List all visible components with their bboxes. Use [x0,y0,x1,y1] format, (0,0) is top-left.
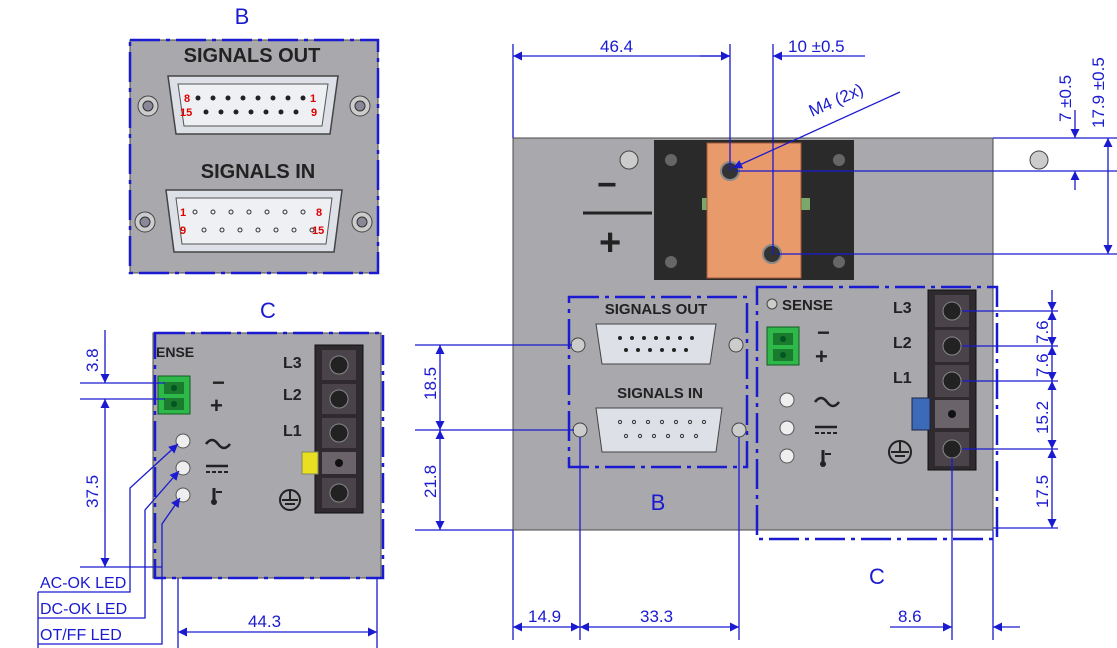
pin-label: 1 [180,207,186,219]
signals-out-connector: 8 1 15 9 [137,75,371,135]
terminal-dimension-lines [962,290,1058,529]
terminal-block [301,344,364,514]
ot-ff-led-label: OT/FF LED [40,627,122,644]
c-dimension-lines [80,330,378,648]
plus-symbol: + [210,393,223,418]
dim-10: 10 ±0.5 [788,37,845,56]
detail-b-title: B [235,4,250,29]
main-dc-symbol-icon [815,425,837,434]
main-sense-minus: − [817,320,830,345]
screw-icon [1029,150,1049,170]
dim-3-8: 3.8 [83,348,102,372]
right-dimension-lines [735,110,1117,255]
pin-label: 9 [180,225,186,237]
main-plus-symbol: + [599,222,621,264]
main-l2-label: L2 [893,335,912,352]
ac-symbol-icon [205,438,231,450]
pin-label: 9 [311,107,317,119]
dim-44-3: 44.3 [248,612,281,631]
detail-b-view: B SIGNALS OUT 8 1 15 9 SIGNALS IN [128,4,380,275]
dim-21-8: 21.8 [421,465,440,498]
main-thermometer-icon [820,450,831,467]
detail-c-title: C [260,298,276,323]
pin-label: 1 [310,93,316,105]
pin-label: 15 [180,107,192,119]
top-dimension-lines [512,44,901,254]
main-front-view: − + SIGNALS OUT SIGNALS IN B [415,37,1117,640]
main-detail-c-boundary [755,285,999,541]
sense-screw-icon [766,298,778,310]
signals-in-connector: 1 8 9 15 [134,189,373,253]
detail-c-view: C ENSE − + L3 L2 L1 [37,298,385,648]
l2-label: L2 [283,387,302,404]
main-minus-symbol: − [597,166,617,204]
main-sense-label: SENSE [782,297,833,314]
main-detail-b-marker: B [651,490,666,515]
main-terminal-block [911,289,977,471]
dim-7-6a: 7.6 [1033,320,1052,344]
sense-label-partial: ENSE [156,344,194,360]
ground-icon [279,489,301,511]
dim-37-5: 37.5 [83,475,102,508]
l3-label: L3 [283,355,302,372]
pin-label: 8 [316,207,322,219]
detail-b-boundary [128,38,380,275]
main-signals-out-connector [570,323,744,365]
main-ot-ff-led [779,448,795,464]
dim-17-5: 17.5 [1033,475,1052,508]
main-ac-ok-led [779,392,795,408]
left-dimension-lines [415,344,574,531]
dim-46-4: 46.4 [600,37,633,56]
sense-connector [157,375,191,415]
ac-ok-led [175,433,191,449]
dim-7: 7 ±0.5 [1056,75,1075,122]
signals-out-label: SIGNALS OUT [184,45,321,67]
pin-label: 15 [312,225,324,237]
l1-label: L1 [283,423,302,440]
main-signals-in-label: SIGNALS IN [617,385,703,402]
screw-icon [619,150,639,170]
main-l1-label: L1 [893,370,912,387]
detail-c-boundary [153,331,385,580]
dim-7-6b: 7.6 [1033,353,1052,377]
main-ac-symbol-icon [814,396,840,408]
dc-ok-led [175,460,191,476]
dim-14-9: 14.9 [528,607,561,626]
pin-label: 8 [184,93,190,105]
bottom-dimension-lines [512,437,1020,640]
dc-symbol-icon [206,464,228,473]
main-l3-label: L3 [893,300,912,317]
dim-8-6: 8.6 [898,607,922,626]
main-detail-b-boundary [567,295,749,469]
dim-15-2: 15.2 [1033,401,1052,434]
main-dc-ok-led [779,420,795,436]
led-leader-lines [37,443,181,648]
main-signals-out-label: SIGNALS OUT [605,301,708,318]
signals-in-label: SIGNALS IN [201,161,315,183]
dim-18-5: 18.5 [421,367,440,400]
output-busbar [654,140,854,280]
thermometer-icon [211,488,222,505]
minus-symbol: − [212,370,225,395]
dim-m4: M4 (2x) [806,80,866,121]
main-sense-plus: + [815,344,828,369]
main-sense-connector [766,326,800,366]
ac-ok-led-label: AC-OK LED [40,575,126,592]
main-detail-c-marker: C [869,564,885,589]
dim-33-3: 33.3 [640,607,673,626]
dc-ok-led-label: DC-OK LED [40,601,127,618]
dim-17-9: 17.9 ±0.5 [1089,57,1108,128]
main-ground-icon [888,440,912,464]
